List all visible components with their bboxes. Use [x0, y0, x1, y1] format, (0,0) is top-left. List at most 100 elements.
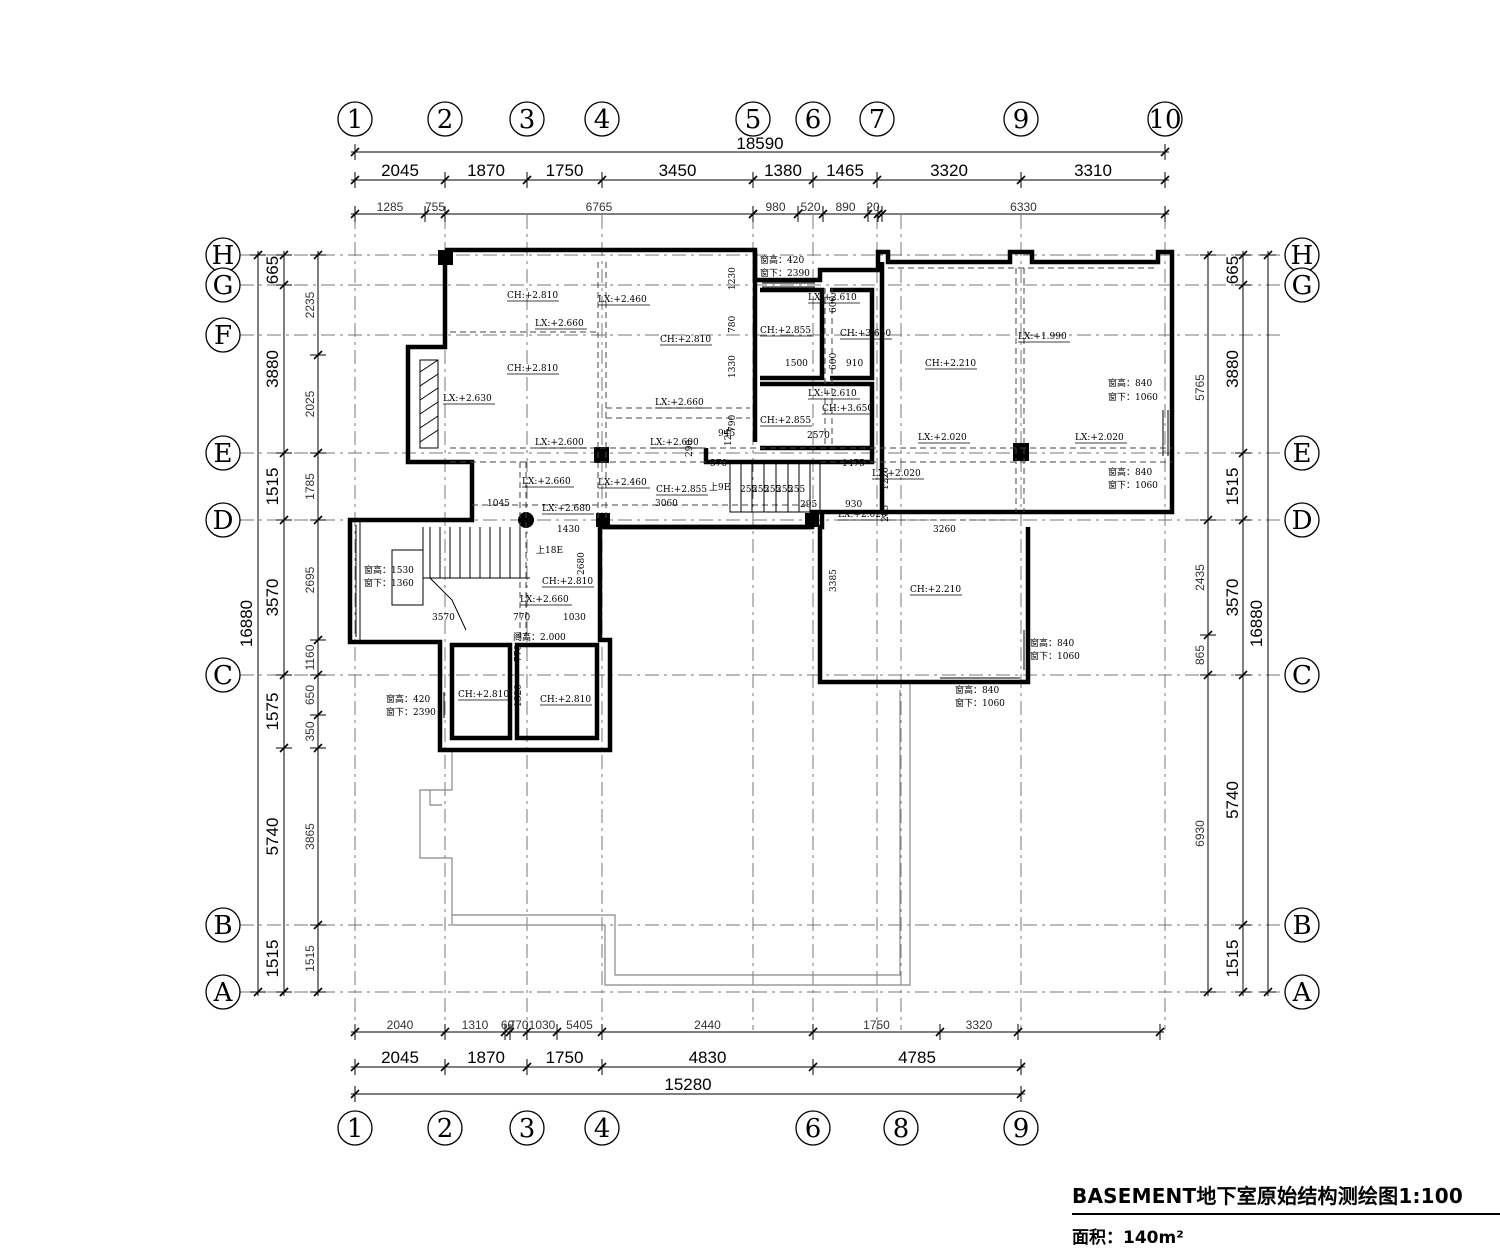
dimension-label: 1160 — [303, 644, 317, 670]
axis-label-text: E — [1293, 439, 1312, 469]
inner-dimension: 255 — [764, 485, 781, 495]
elevation-note: CH:+2.210 — [925, 359, 977, 370]
inner-dimension: 255 — [776, 485, 793, 495]
window-note: 窗下：1060 — [955, 697, 1005, 709]
window-note: 窗下：2390 — [760, 267, 810, 279]
dimension-label: 1515 — [263, 468, 282, 506]
elevation-note-text: CH:+2.855 — [760, 326, 811, 336]
axis-bubble-bottom-8: 8 — [883, 1110, 919, 1146]
dimension-label: 1030 — [529, 1018, 556, 1032]
elevation-note: LX:+2.460 — [598, 295, 650, 306]
inner-dimension: 570 — [710, 459, 727, 469]
top-total-dimension: 18590 — [350, 134, 1170, 160]
elevation-note-text: LX:+2.630 — [443, 394, 492, 404]
dimension-label: 1515 — [263, 940, 282, 978]
dimension-label: 60 — [501, 1018, 515, 1032]
dimension-label: 1380 — [764, 161, 802, 180]
axis-bubble-bottom-6: 6 — [795, 1110, 831, 1146]
inner-dimension: 255 — [740, 485, 757, 495]
top-sub-dimensions-b: 6765 — [440, 200, 758, 222]
dimension-label: 650 — [303, 685, 317, 705]
inner-dimension: 上18E — [536, 545, 563, 556]
axis-label-text: H — [1291, 241, 1314, 271]
dimension-label: 3570 — [263, 579, 282, 617]
elevation-note-text: LX:+2.460 — [598, 295, 647, 305]
drawing-title: BASEMENT地下室原始结构测绘图1:100 — [1072, 1184, 1463, 1208]
elevation-note-text: LX:+1.990 — [1018, 332, 1067, 342]
inner-dimension: 1230 — [728, 267, 738, 290]
axis-bubble-right-E: E — [1284, 435, 1320, 471]
elevation-note-text: LX:+2.660 — [522, 477, 571, 487]
axis-label-text: 8 — [893, 1114, 910, 1144]
dimension-label: 5405 — [566, 1018, 593, 1032]
elevation-note-text: LX:+2.610 — [808, 389, 857, 399]
axis-bubble-left-F: F — [205, 317, 241, 353]
dimension-label: 1750 — [863, 1018, 890, 1032]
axis-label-text: 4 — [594, 105, 611, 135]
dimension-label: 5740 — [263, 818, 282, 856]
inner-dimension: 770 — [513, 613, 530, 623]
inner-dimension: 1045 — [487, 499, 510, 509]
axis-label-text: D — [213, 506, 234, 536]
elevation-note-text: LX:+2.680 — [542, 504, 591, 514]
axis-bubble-top-3: 3 — [509, 101, 545, 137]
axis-label-text: 1 — [347, 1114, 364, 1144]
dimension-label: 6330 — [1010, 200, 1037, 214]
top-sub-dimensions-d: 6330 — [877, 200, 1170, 222]
elevation-note: LX:+2.610 — [808, 293, 860, 304]
dimension-label: 18590 — [736, 134, 783, 153]
elevation-note-text: LX:+2.020 — [838, 510, 887, 520]
inner-dimension: 770 — [514, 645, 524, 662]
area-label: 面积：140m² — [1072, 1228, 1184, 1248]
axis-label-text: 1 — [347, 105, 364, 135]
dimension-label: 1515 — [303, 945, 317, 972]
axis-bubble-right-B: B — [1284, 907, 1320, 943]
axis-bubble-left-E: E — [205, 435, 241, 471]
inner-dimension: 3570 — [432, 613, 455, 623]
elevation-note-text: LX:+2.020 — [918, 433, 967, 443]
elevation-note-text: CH:+2.210 — [925, 359, 976, 369]
site-outline — [419, 680, 911, 986]
dimension-label: 890 — [835, 200, 855, 214]
axis-label-text: 2 — [437, 105, 454, 135]
elevation-note: CH:+3.650 — [822, 404, 874, 415]
axis-label-text: E — [214, 439, 233, 469]
elevation-note-text: CH:+2.810 — [540, 695, 591, 705]
dimension-label: 2435 — [1193, 564, 1207, 591]
dimension-label: 865 — [1193, 645, 1207, 665]
dimension-label: 1285 — [377, 200, 404, 214]
inner-dimension: 1330 — [728, 355, 738, 378]
axis-label-text: 3 — [519, 105, 536, 135]
inner-dimension: 3260 — [933, 525, 956, 535]
elevation-note-text: LX:+2.660 — [535, 319, 584, 329]
elevation-note: CH:+2.855 — [760, 326, 812, 337]
axis-label-text: C — [213, 661, 233, 691]
elevation-note-text: LX:+2.600 — [535, 438, 584, 448]
inner-dimension: 1430 — [557, 525, 580, 535]
elevation-note: LX:+2.600 — [650, 438, 702, 449]
dimension-label: 665 — [263, 256, 282, 284]
axis-label-text: 6 — [805, 105, 822, 135]
axis-label-text: F — [214, 321, 232, 351]
axis-bubble-right-A: A — [1284, 974, 1320, 1010]
dimension-label: 3320 — [930, 161, 968, 180]
axis-label-text: 9 — [1013, 1114, 1030, 1144]
inner-dimension: 780 — [728, 316, 738, 333]
axis-bubble-bottom-9: 9 — [1003, 1110, 1039, 1146]
elevation-note: CH:+2.810 — [458, 690, 510, 701]
dimension-label: 2235 — [303, 291, 317, 318]
axis-bubble-top-9: 9 — [1003, 101, 1039, 137]
inner-dimension: 295 — [800, 500, 817, 510]
elevation-note-text: LX:+2.020 — [1075, 433, 1124, 443]
elevation-note-text: CH:+2.810 — [458, 690, 509, 700]
dimension-label: 2045 — [381, 161, 419, 180]
dimension-label: 1515 — [1223, 468, 1242, 506]
axis-bubble-left-A: A — [205, 974, 241, 1010]
axis-label-text: A — [213, 978, 234, 1008]
dimension-label: 1515 — [1223, 940, 1242, 978]
